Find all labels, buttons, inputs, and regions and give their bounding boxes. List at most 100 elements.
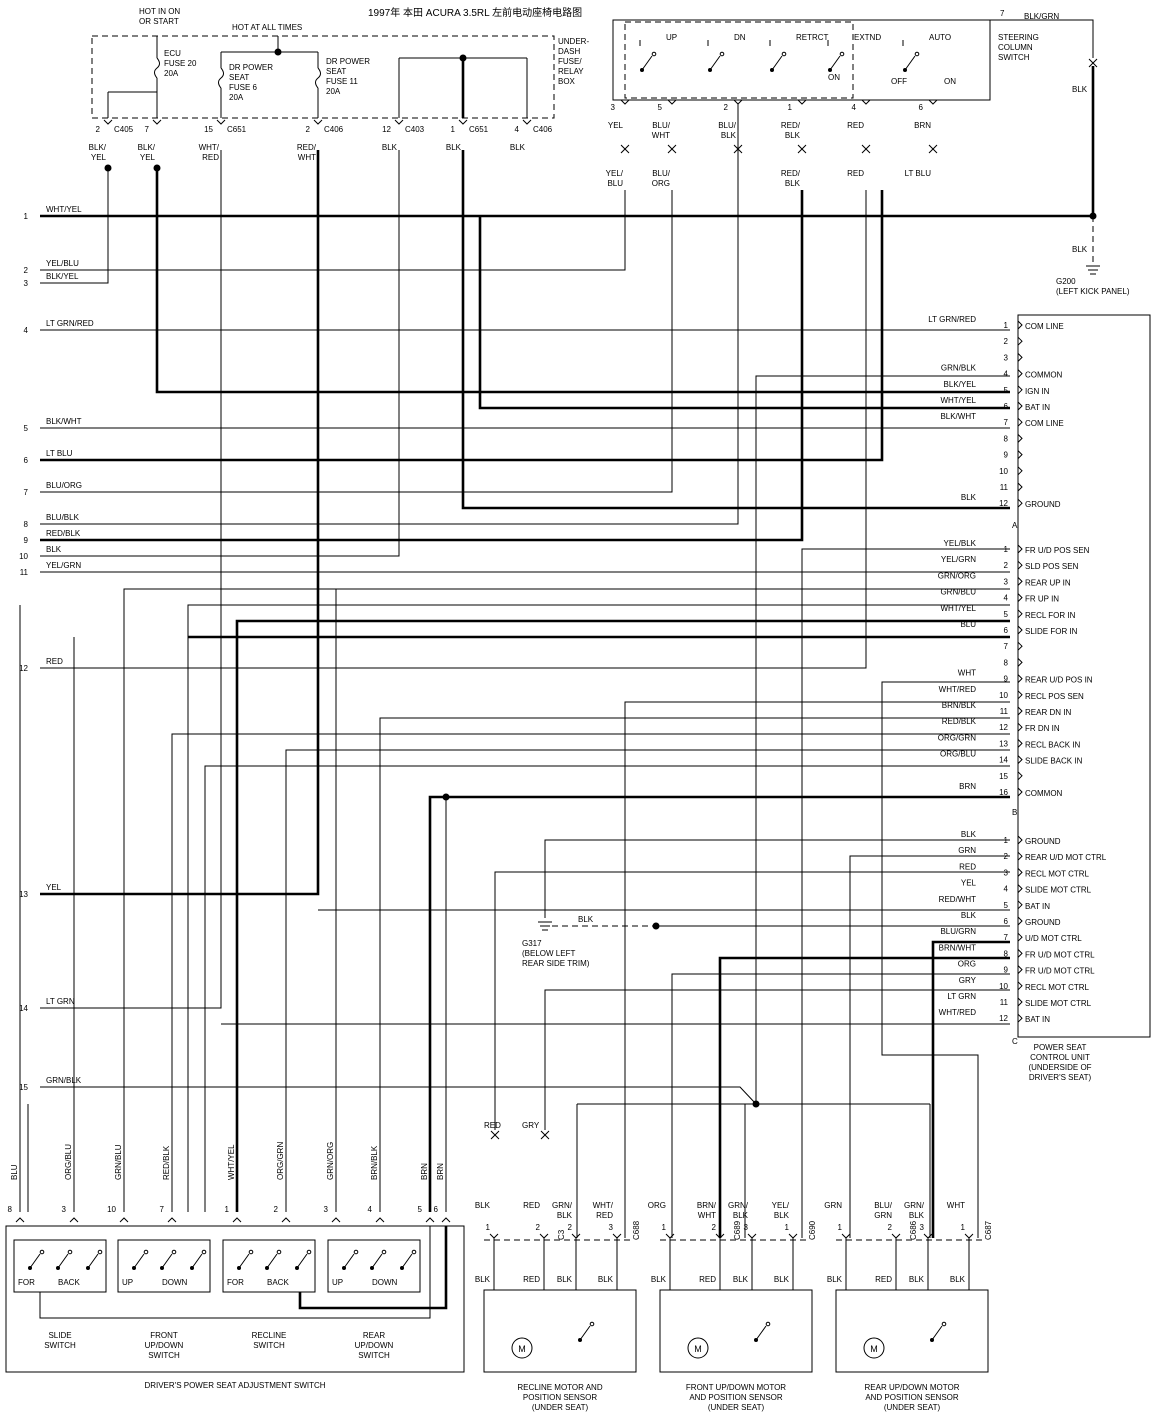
label-line: BLK <box>961 493 977 502</box>
steering-wire-color: BLU/BLK <box>718 121 737 140</box>
switch-on2-label: ON <box>944 77 956 86</box>
cu-pin-number: 7 <box>1004 418 1009 427</box>
motor-pin <box>489 1233 499 1239</box>
label-line: RECLINE MOTOR AND <box>517 1383 602 1392</box>
label-line: SEAT <box>229 73 249 82</box>
cu-pin-number: 5 <box>1004 610 1009 619</box>
label-line: GROUND <box>1025 837 1061 846</box>
motor-box <box>483 1289 637 1373</box>
label-line: 12 <box>19 664 28 673</box>
line-number-2: 2 <box>24 266 29 275</box>
adj-wire-color: BRN/BLK <box>370 1145 379 1180</box>
label-line: 5 <box>1004 386 1009 395</box>
label-line: 6 <box>919 103 924 112</box>
line-wire-color: RED <box>46 657 63 666</box>
label-line: RED/ <box>781 121 801 130</box>
sub-switch-a-label: FOR <box>227 1278 244 1287</box>
steering-wire-color: BRN <box>914 121 931 130</box>
fuse-box-pin <box>394 119 404 125</box>
label-line: 5 <box>418 1205 423 1214</box>
label-line: GROUND <box>1025 500 1061 509</box>
motor-symbol <box>511 1337 533 1359</box>
label-line: SWITCH <box>44 1341 76 1350</box>
label-line: 11 <box>1000 998 1009 1007</box>
cu-pin-number: 2 <box>1004 852 1009 861</box>
cu-pin-number: 11 <box>1000 483 1009 492</box>
wire-wht-b9 <box>881 681 1010 1238</box>
cu-wire-color: BLK/WHT <box>940 412 976 421</box>
label-line: YEL/ <box>606 169 624 178</box>
motor-pin <box>571 1233 581 1239</box>
label-line: 7 <box>1000 9 1005 18</box>
fuse-box-wire-color: BLK/YEL <box>89 143 107 162</box>
wire-wht-red-b10 <box>624 701 1010 1238</box>
wire-yel-red-wht <box>40 150 320 896</box>
line-number-13: 13 <box>19 890 28 899</box>
adjustment-switch-pin <box>281 1217 291 1223</box>
wire-red-c3 <box>494 871 1010 1130</box>
inline-connector <box>861 148 871 154</box>
cu-wire-color: YEL/BLK <box>944 539 977 548</box>
cu-wire-color: GRN/BLU <box>940 588 976 597</box>
label-line: AUTO <box>929 33 951 42</box>
cu-pin-function: SLIDE BACK IN <box>1025 757 1083 766</box>
label-line: 20A <box>229 93 244 102</box>
adj-wire-color: BRN <box>420 1163 429 1180</box>
cu-wire-color: BLU <box>960 620 976 629</box>
label-line: 15 <box>19 1083 28 1092</box>
label-line: HOT AT ALL TIMES <box>232 23 302 32</box>
line-number-5: 5 <box>24 424 29 433</box>
ecu-fuse <box>154 57 160 79</box>
fuse-box-connector-id: C406 <box>324 125 344 134</box>
label-line: 20A <box>164 69 179 78</box>
motor-wire-color: RED <box>523 1201 540 1210</box>
label-line: RED <box>202 153 219 162</box>
label-line: GRN/ <box>728 1201 749 1210</box>
label-line: GRN <box>874 1211 892 1220</box>
cu-pin-number: 10 <box>999 982 1008 991</box>
label-line: EXTND <box>854 33 881 42</box>
label-line: WHT/YEL <box>940 604 976 613</box>
label-line: BLK/ <box>138 143 156 152</box>
label-line: RED/WHT <box>939 895 976 904</box>
label-line: 12 <box>382 125 391 134</box>
label-line: RED <box>523 1275 540 1284</box>
blk-grn-wire <box>990 19 1094 58</box>
label-line: 11 <box>1000 483 1009 492</box>
label-line: LT GRN <box>46 997 75 1006</box>
cu-pin-function: SLIDE MOT CTRL <box>1025 999 1092 1008</box>
sub-switch-contact <box>371 1253 383 1269</box>
label-line: ORG <box>958 960 976 969</box>
control-unit-pin <box>1017 593 1023 602</box>
fuse-box-wire-color: WHT/RED <box>199 143 220 162</box>
sub-switch-contact <box>401 1253 413 1269</box>
motor-wire-bottom: RED <box>875 1275 892 1284</box>
label-line: 3 <box>1004 868 1009 877</box>
label-line: 7 <box>24 488 29 497</box>
label-line: 3 <box>324 1205 329 1214</box>
label-line: M <box>870 1344 878 1354</box>
steering-switch-pin <box>620 99 630 105</box>
switch-common <box>39 1226 431 1319</box>
label-line: 3 <box>62 1205 67 1214</box>
label-line: 2 <box>306 125 311 134</box>
label-line: RED <box>46 657 63 666</box>
label-line: REAR UP IN <box>1025 578 1071 587</box>
fuse-box-pin <box>458 119 468 125</box>
adj-wire-color: BRN <box>436 1163 445 1180</box>
control-unit-pin <box>1017 353 1023 362</box>
cu-pin-number: 4 <box>1004 370 1009 379</box>
label-line: DOWN <box>372 1278 398 1287</box>
fuse-box-connector-id: C406 <box>533 125 553 134</box>
cu-wire-color: BRN/WHT <box>939 943 976 952</box>
cu-wire-color: WHT/YEL <box>940 396 976 405</box>
label-line: RED <box>959 862 976 871</box>
sub-switch-contact <box>353 1249 359 1255</box>
cu-wire-color: RED/WHT <box>939 895 976 904</box>
control-unit-pin <box>1017 706 1023 716</box>
cu-pin-function: FR UP IN <box>1025 595 1059 604</box>
label-line: (UNDER SEAT) <box>708 1403 765 1412</box>
